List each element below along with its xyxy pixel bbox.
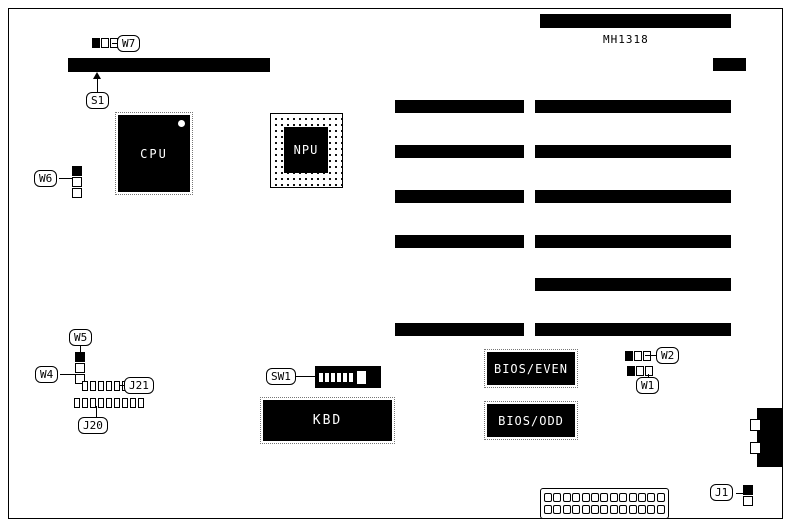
power-connector	[757, 408, 783, 467]
j1-connector	[743, 485, 753, 506]
callout-sw1: SW1	[266, 368, 296, 385]
bottom-header-connector	[540, 488, 669, 519]
expansion-slot	[535, 278, 731, 291]
npu-label: NPU	[293, 143, 319, 157]
w6-jumper	[72, 166, 82, 198]
expansion-slot	[535, 235, 731, 248]
leader-line	[96, 406, 97, 417]
expansion-slot	[395, 145, 524, 158]
leader-line	[59, 178, 72, 179]
leader-line	[648, 374, 649, 378]
callout-w6: W6	[34, 170, 58, 187]
leader-line	[112, 43, 117, 44]
w1-jumper	[627, 366, 653, 376]
leader-line	[645, 355, 657, 356]
cpu-label: CPU	[140, 146, 168, 161]
leader-line	[736, 493, 743, 494]
connector-block	[713, 58, 746, 71]
kbd-chip: KBD	[260, 397, 395, 444]
arrow-icon	[93, 72, 101, 79]
bios-even-label: BIOS/EVEN	[493, 361, 569, 376]
w2-jumper	[625, 351, 651, 361]
expansion-slot	[395, 100, 524, 113]
power-connector-tab	[750, 419, 761, 431]
cpu-chip: CPU	[115, 112, 193, 195]
callout-w5: W5	[69, 329, 93, 346]
board-outline	[8, 8, 783, 519]
connector-pin-row	[544, 505, 665, 515]
callout-w7: W7	[117, 35, 141, 52]
leader-line	[97, 79, 98, 92]
npu-chip: NPU	[284, 127, 328, 173]
expansion-slot	[535, 100, 731, 113]
power-connector-tab	[750, 442, 761, 454]
expansion-slot	[535, 190, 731, 203]
callout-w1: W1	[636, 377, 660, 394]
callout-j1: J1	[710, 484, 734, 501]
j20-pin-header	[74, 398, 144, 408]
callout-w2: W2	[656, 347, 680, 364]
expansion-slot	[395, 235, 524, 248]
expansion-slot	[540, 14, 731, 28]
leader-line	[295, 376, 315, 377]
dip-switch-endcap	[357, 370, 366, 384]
bios-odd-label: BIOS/ODD	[498, 413, 564, 428]
leader-line	[60, 374, 75, 375]
bios-odd-chip: BIOS/ODD	[484, 401, 578, 440]
s1-switch-bank	[68, 58, 270, 72]
board-id-label: MH1318	[603, 33, 649, 46]
w5-w4-jumper	[75, 352, 85, 384]
callout-w4: W4	[35, 366, 59, 383]
leader-line	[80, 345, 81, 352]
bios-even-chip: BIOS/EVEN	[484, 349, 578, 388]
leader-line	[120, 385, 125, 386]
npu-socket: NPU	[270, 113, 343, 188]
sw1-dip-switch	[315, 366, 381, 388]
callout-s1: S1	[86, 92, 110, 109]
kbd-label: KBD	[312, 413, 343, 428]
expansion-slot	[395, 190, 524, 203]
callout-j20: J20	[78, 417, 108, 434]
expansion-slot	[535, 323, 731, 336]
expansion-slot	[395, 323, 524, 336]
connector-pin-row	[544, 492, 665, 502]
dip-switch-positions	[319, 372, 353, 382]
expansion-slot	[535, 145, 731, 158]
callout-j21: J21	[124, 377, 154, 394]
